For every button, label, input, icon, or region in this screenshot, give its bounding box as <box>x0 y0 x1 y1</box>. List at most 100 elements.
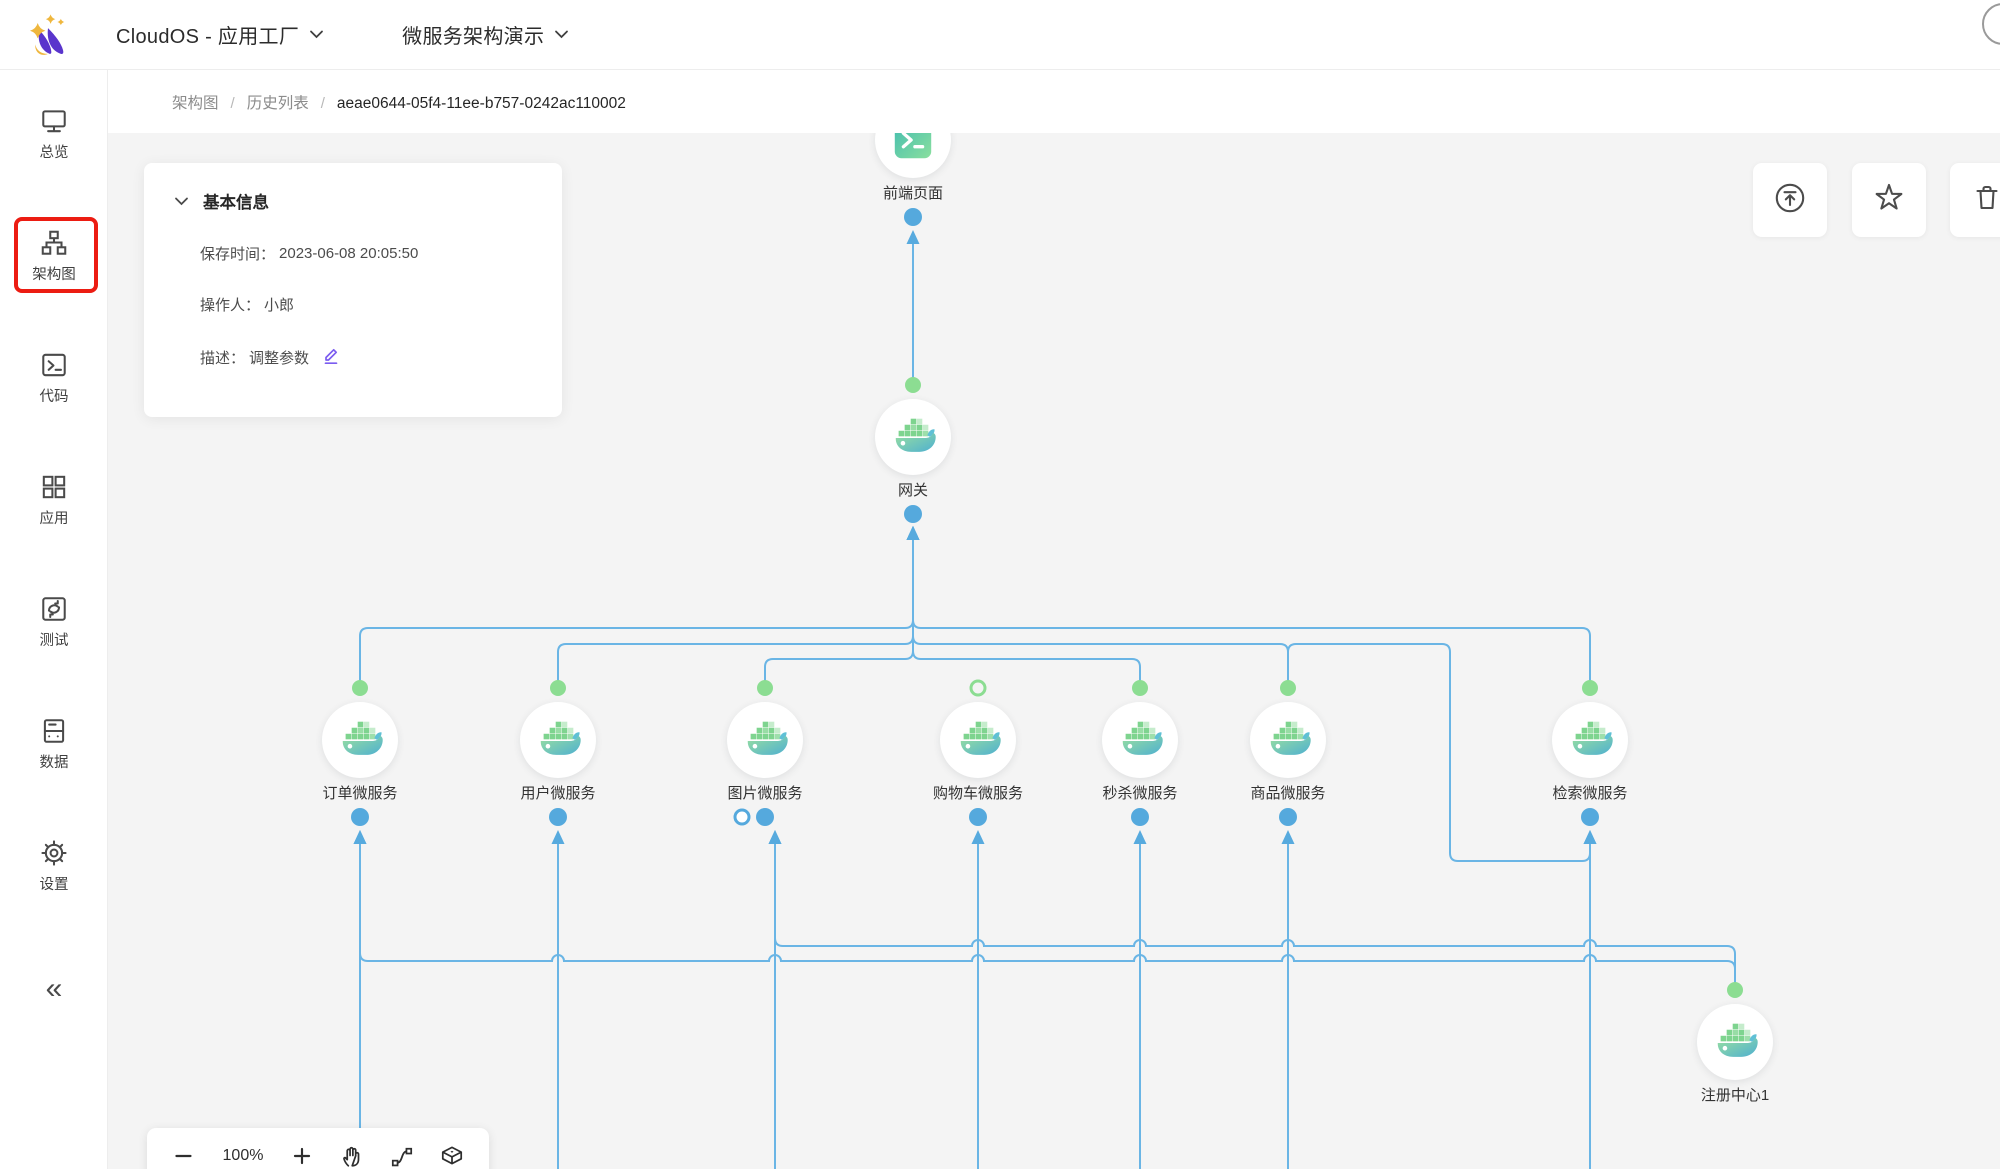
sidebar-item-test[interactable]: 测试 <box>0 594 108 660</box>
code-icon <box>39 350 69 380</box>
node-registry[interactable] <box>1697 1004 1773 1080</box>
port-green[interactable] <box>1582 680 1598 696</box>
port-green[interactable] <box>757 680 773 696</box>
delete-button[interactable] <box>1950 163 2000 237</box>
node-label-user: 用户微服务 <box>520 785 596 802</box>
node-label-image: 图片微服务 <box>727 785 803 802</box>
breadcrumb-link[interactable]: 历史列表 <box>246 94 309 112</box>
port-hollow-blue[interactable] <box>733 808 751 826</box>
port-blue[interactable] <box>756 808 774 826</box>
edge-registry-image[interactable] <box>774 843 1736 990</box>
port-hollow-green[interactable] <box>969 679 987 697</box>
overview-icon <box>39 106 69 136</box>
data-icon <box>39 716 69 746</box>
docker-icon <box>890 414 936 460</box>
sidebar-item-architecture[interactable]: 架构图 <box>0 228 108 294</box>
edge-arrow-icon <box>906 230 920 244</box>
zoom-out-button[interactable] <box>169 1141 199 1169</box>
edge-arrow-icon <box>768 830 782 844</box>
edit-icon[interactable] <box>321 345 341 369</box>
port-blue[interactable] <box>904 208 922 226</box>
node-cart[interactable] <box>940 702 1016 778</box>
node-label-frontend: 前端页面 <box>882 185 943 202</box>
edge-registry-order[interactable] <box>359 843 1736 990</box>
sidebar: 总览架构图代码应用测试数据设置 « <box>0 70 108 1169</box>
node-order[interactable] <box>322 702 398 778</box>
info-row: 保存时间：2023-06-08 20:05:50 <box>200 243 562 264</box>
test-icon <box>39 594 69 624</box>
edge-arrow-icon <box>1133 830 1147 844</box>
edge-order-gateway[interactable] <box>359 539 914 688</box>
port-blue[interactable] <box>351 808 369 826</box>
port-blue[interactable] <box>1131 808 1149 826</box>
breadcrumb-link[interactable]: 架构图 <box>172 94 219 112</box>
sidebar-item-settings[interactable]: 设置 <box>0 838 108 904</box>
port-green[interactable] <box>1132 680 1148 696</box>
node-product[interactable] <box>1250 702 1326 778</box>
docker-icon <box>1567 717 1613 763</box>
info-row-value: 2023-06-08 20:05:50 <box>279 245 419 262</box>
port-blue[interactable] <box>904 505 922 523</box>
edge-image-gateway[interactable] <box>764 539 914 688</box>
node-search[interactable] <box>1552 702 1628 778</box>
settings-icon <box>39 838 69 868</box>
node-label-search: 检索微服务 <box>1552 785 1628 802</box>
avatar[interactable] <box>1982 3 2000 45</box>
sidebar-item-overview[interactable]: 总览 <box>0 106 108 172</box>
port-blue[interactable] <box>1581 808 1599 826</box>
port-green[interactable] <box>1280 680 1296 696</box>
edges-layer <box>351 208 1743 1169</box>
workspace-switcher[interactable]: CloudOS - 应用工厂 <box>116 20 324 49</box>
edge-seckill-gateway[interactable] <box>912 539 1141 688</box>
breadcrumb-separator: / <box>230 94 235 112</box>
favorite-button[interactable] <box>1851 163 1926 237</box>
sidebar-collapse-button[interactable]: « <box>45 972 63 1005</box>
sidebar-item-label: 代码 <box>39 389 69 405</box>
fit-box-icon[interactable] <box>437 1141 467 1169</box>
edge-arrow-icon <box>906 526 920 540</box>
publish-button[interactable] <box>1753 163 1827 237</box>
edge-search-gateway[interactable] <box>912 539 1591 688</box>
basic-info-collapse[interactable]: 基本信息 <box>174 189 562 213</box>
edge-product-search[interactable] <box>1287 643 1591 862</box>
edge-arrow-icon <box>551 830 565 844</box>
node-image[interactable] <box>727 702 803 778</box>
docker-icon <box>337 717 383 763</box>
edge-product-gateway[interactable] <box>912 539 1289 688</box>
breadcrumb-separator: / <box>320 94 325 112</box>
port-blue[interactable] <box>549 808 567 826</box>
diagram-canvas[interactable]: 前端页面网关订单微服务用户微服务图片微服务购物车微服务秒杀微服务商品微服务检索微… <box>108 133 2000 1169</box>
chevron-down-icon <box>175 197 188 205</box>
star-icon <box>1872 181 1906 220</box>
node-label-cart: 购物车微服务 <box>932 785 1023 802</box>
sidebar-item-code[interactable]: 代码 <box>0 350 108 416</box>
port-green[interactable] <box>905 377 921 393</box>
node-label-order: 订单微服务 <box>322 785 398 802</box>
node-user[interactable] <box>520 702 596 778</box>
pan-hand-icon[interactable] <box>337 1141 367 1169</box>
sidebar-item-label: 架构图 <box>32 267 76 283</box>
port-green[interactable] <box>352 680 368 696</box>
docker-icon <box>1712 1019 1758 1065</box>
edge-user-gateway[interactable] <box>557 539 914 688</box>
port-blue[interactable] <box>1279 808 1297 826</box>
sidebar-item-apps[interactable]: 应用 <box>0 472 108 538</box>
upload-circle-icon <box>1773 181 1807 220</box>
node-gateway[interactable] <box>875 399 951 475</box>
node-seckill[interactable] <box>1102 702 1178 778</box>
sidebar-item-label: 应用 <box>39 511 69 527</box>
project-switcher[interactable]: 微服务架构演示 <box>402 20 569 49</box>
docker-icon <box>1117 717 1163 763</box>
port-blue[interactable] <box>969 808 987 826</box>
zoom-toolbar: 100% <box>147 1128 489 1169</box>
info-row-label: 保存时间： <box>200 246 276 263</box>
breadcrumb-bar: 架构图 / 历史列表 / aeae0644-05f4-11ee-b757-0242ac1… <box>108 70 2000 133</box>
connector-icon[interactable] <box>387 1141 417 1169</box>
zoom-in-button[interactable] <box>287 1141 317 1169</box>
info-row-value: 小郎 <box>264 297 295 314</box>
breadcrumb-current: aeae0644-05f4-11ee-b757-0242ac110002 <box>336 94 626 112</box>
port-green[interactable] <box>550 680 566 696</box>
node-label-seckill: 秒杀微服务 <box>1102 785 1178 802</box>
sidebar-item-data[interactable]: 数据 <box>0 716 108 782</box>
port-green[interactable] <box>1727 982 1743 998</box>
